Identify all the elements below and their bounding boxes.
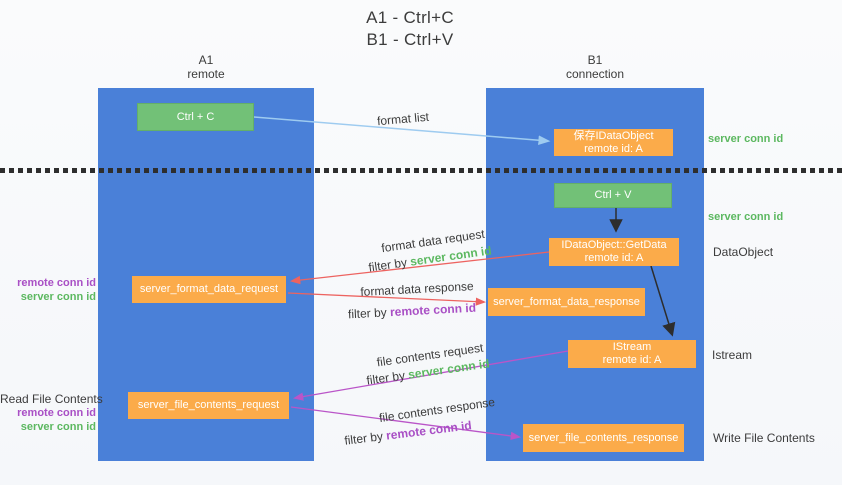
node-server-format-data-response: server_format_data_response: [488, 288, 645, 316]
label-server-conn-id-2: server conn id: [20, 421, 96, 433]
filter-by-text: filter by: [365, 368, 406, 388]
session-divider-dotted-line: [0, 168, 842, 173]
filter-by-text: filter by: [343, 429, 384, 448]
node-ctrl-c: Ctrl + C: [137, 103, 254, 131]
label-remote-conn-id-1: remote conn id: [17, 277, 96, 289]
label-write-file-contents: Write File Contents: [713, 431, 815, 445]
label-file-contents-response: file contents response: [378, 394, 496, 426]
remote-conn-id-text: remote conn id: [389, 300, 477, 320]
node-istream-title: IStream: [612, 341, 652, 353]
label-server-conn-id-mid: server conn id: [708, 211, 784, 223]
filter-by-text: filter by: [347, 305, 388, 322]
diagram-title: A1 - Ctrl+C B1 - Ctrl+V: [0, 7, 820, 51]
lane-header-a1: A1 remote: [98, 53, 314, 81]
filter-by-text: filter by: [367, 255, 408, 275]
node-ctrl-v: Ctrl + V: [554, 183, 672, 208]
label-block-file-ids: Read File Contents remote conn id server…: [0, 392, 103, 434]
node-ctrl-v-label: Ctrl + V: [594, 189, 632, 201]
label-server-conn-id-top: server conn id: [708, 133, 784, 145]
lane-b1-subtitle: connection: [565, 67, 625, 81]
node-getdata-title: IDataObject::GetData: [561, 239, 667, 251]
label-filter-by-remote-conn-id-2: filter by remote conn id: [344, 418, 473, 448]
label-filter-by-remote-conn-id-1: filter by remote conn id: [348, 301, 477, 322]
node-idataobject-getdata: IDataObject::GetData remote id: A: [549, 238, 679, 266]
node-save-idataobject-remote-id: remote id: A: [584, 142, 643, 155]
node-istream: IStream remote id: A: [568, 340, 696, 368]
label-read-file-contents: Read File Contents: [0, 392, 103, 406]
label-server-conn-id-1: server conn id: [20, 291, 96, 303]
node-server-file-contents-response: server_file_contents_response: [523, 424, 684, 452]
node-server-format-data-request-label: server_format_data_request: [139, 283, 279, 295]
node-ctrl-c-label: Ctrl + C: [176, 110, 215, 123]
title-line-2: B1 - Ctrl+V: [366, 30, 454, 49]
node-getdata-remote-id: remote id: A: [584, 252, 644, 264]
label-dataobject: DataObject: [713, 245, 774, 259]
lane-a1-subtitle: remote: [187, 67, 225, 81]
label-format-data-response: format data response: [360, 279, 474, 299]
title-line-1: A1 - Ctrl+C: [366, 8, 454, 27]
node-server-file-contents-request-label: server_file_contents_request: [137, 399, 280, 411]
node-server-file-contents-request: server_file_contents_request: [128, 392, 289, 419]
label-istream: Istream: [712, 348, 753, 362]
label-block-format-ids: remote conn id server conn id: [0, 276, 96, 304]
label-remote-conn-id-2: remote conn id: [17, 407, 96, 419]
node-save-idataobject-title: 保存IDataObject: [573, 129, 654, 142]
node-istream-remote-id: remote id: A: [602, 354, 662, 366]
node-save-idataobject: 保存IDataObject remote id: A: [554, 129, 673, 156]
label-format-list: format list: [376, 109, 430, 129]
lane-header-b1: B1 connection: [486, 53, 704, 81]
node-server-file-contents-response-label: server_file_contents_response: [528, 431, 679, 444]
node-server-format-data-request: server_format_data_request: [132, 276, 286, 303]
node-server-format-data-response-label: server_format_data_response: [493, 295, 640, 308]
lane-b1-name: B1: [587, 53, 603, 67]
lane-a1-name: A1: [198, 53, 214, 67]
